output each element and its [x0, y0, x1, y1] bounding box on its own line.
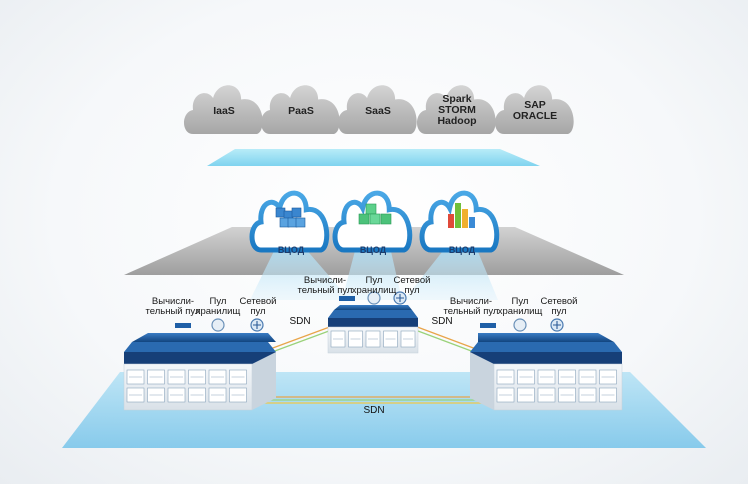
right-rack-group — [470, 333, 623, 411]
server-drive-bays — [496, 369, 617, 403]
sdn-label: SDN — [363, 405, 385, 416]
server-drive-bays — [126, 369, 247, 403]
bar-chart-icon — [448, 203, 475, 228]
cloud-services-plane — [207, 149, 540, 166]
compute-server-icon — [175, 323, 191, 328]
storage-pool-label: Пул хранилищ — [497, 296, 543, 317]
service-cloud-label: IaaS — [213, 105, 235, 117]
service-cloud-label: SaaS — [365, 105, 391, 117]
data-center-label: ВЦОД — [448, 245, 476, 255]
green-cubes-icon — [358, 203, 392, 225]
service-cloud — [261, 85, 340, 134]
light-beam — [250, 247, 350, 300]
center-rack-group — [327, 305, 419, 354]
storage-disk-icon — [367, 291, 381, 305]
compute-pool-label: Вычисли- тельный пул — [145, 296, 201, 317]
blue-cubes-icon — [275, 207, 306, 228]
network-pool-label: Сетевой пул — [239, 296, 277, 317]
storage-disk-icon — [513, 318, 527, 332]
compute-server-icon — [480, 323, 496, 328]
service-cloud — [417, 85, 496, 134]
network-pool-label: Сетевой пул — [393, 275, 431, 296]
server-drive-bays — [330, 330, 416, 348]
service-cloud-label: Spark STORM Hadoop — [437, 93, 477, 128]
network-pool-label: Сетевой пул — [540, 296, 578, 317]
compute-server-icon — [339, 296, 355, 301]
service-cloud — [184, 85, 263, 134]
sdn-label: SDN — [431, 316, 453, 327]
storage-pool-label: Пул хранилищ — [195, 296, 241, 317]
sdn-label: SDN — [289, 316, 311, 327]
compute-pool-label: Вычисли- тельный пул — [297, 275, 353, 296]
light-beam — [404, 247, 498, 300]
service-cloud — [338, 85, 417, 134]
storage-pool-label: Пул хранилищ — [351, 275, 397, 296]
sdn-links — [245, 324, 497, 404]
compute-pool-label: Вычисли- тельный пул — [443, 296, 499, 317]
service-cloud-label: PaaS — [288, 105, 314, 117]
light-beam — [342, 247, 402, 300]
data-center-label: ВЦОД — [359, 245, 387, 255]
data-center-label: ВЦОД — [277, 245, 305, 255]
left-rack-group — [123, 333, 276, 411]
service-cloud-label: SAP ORACLE — [512, 99, 558, 123]
storage-disk-icon — [211, 318, 225, 332]
service-cloud — [495, 85, 574, 134]
